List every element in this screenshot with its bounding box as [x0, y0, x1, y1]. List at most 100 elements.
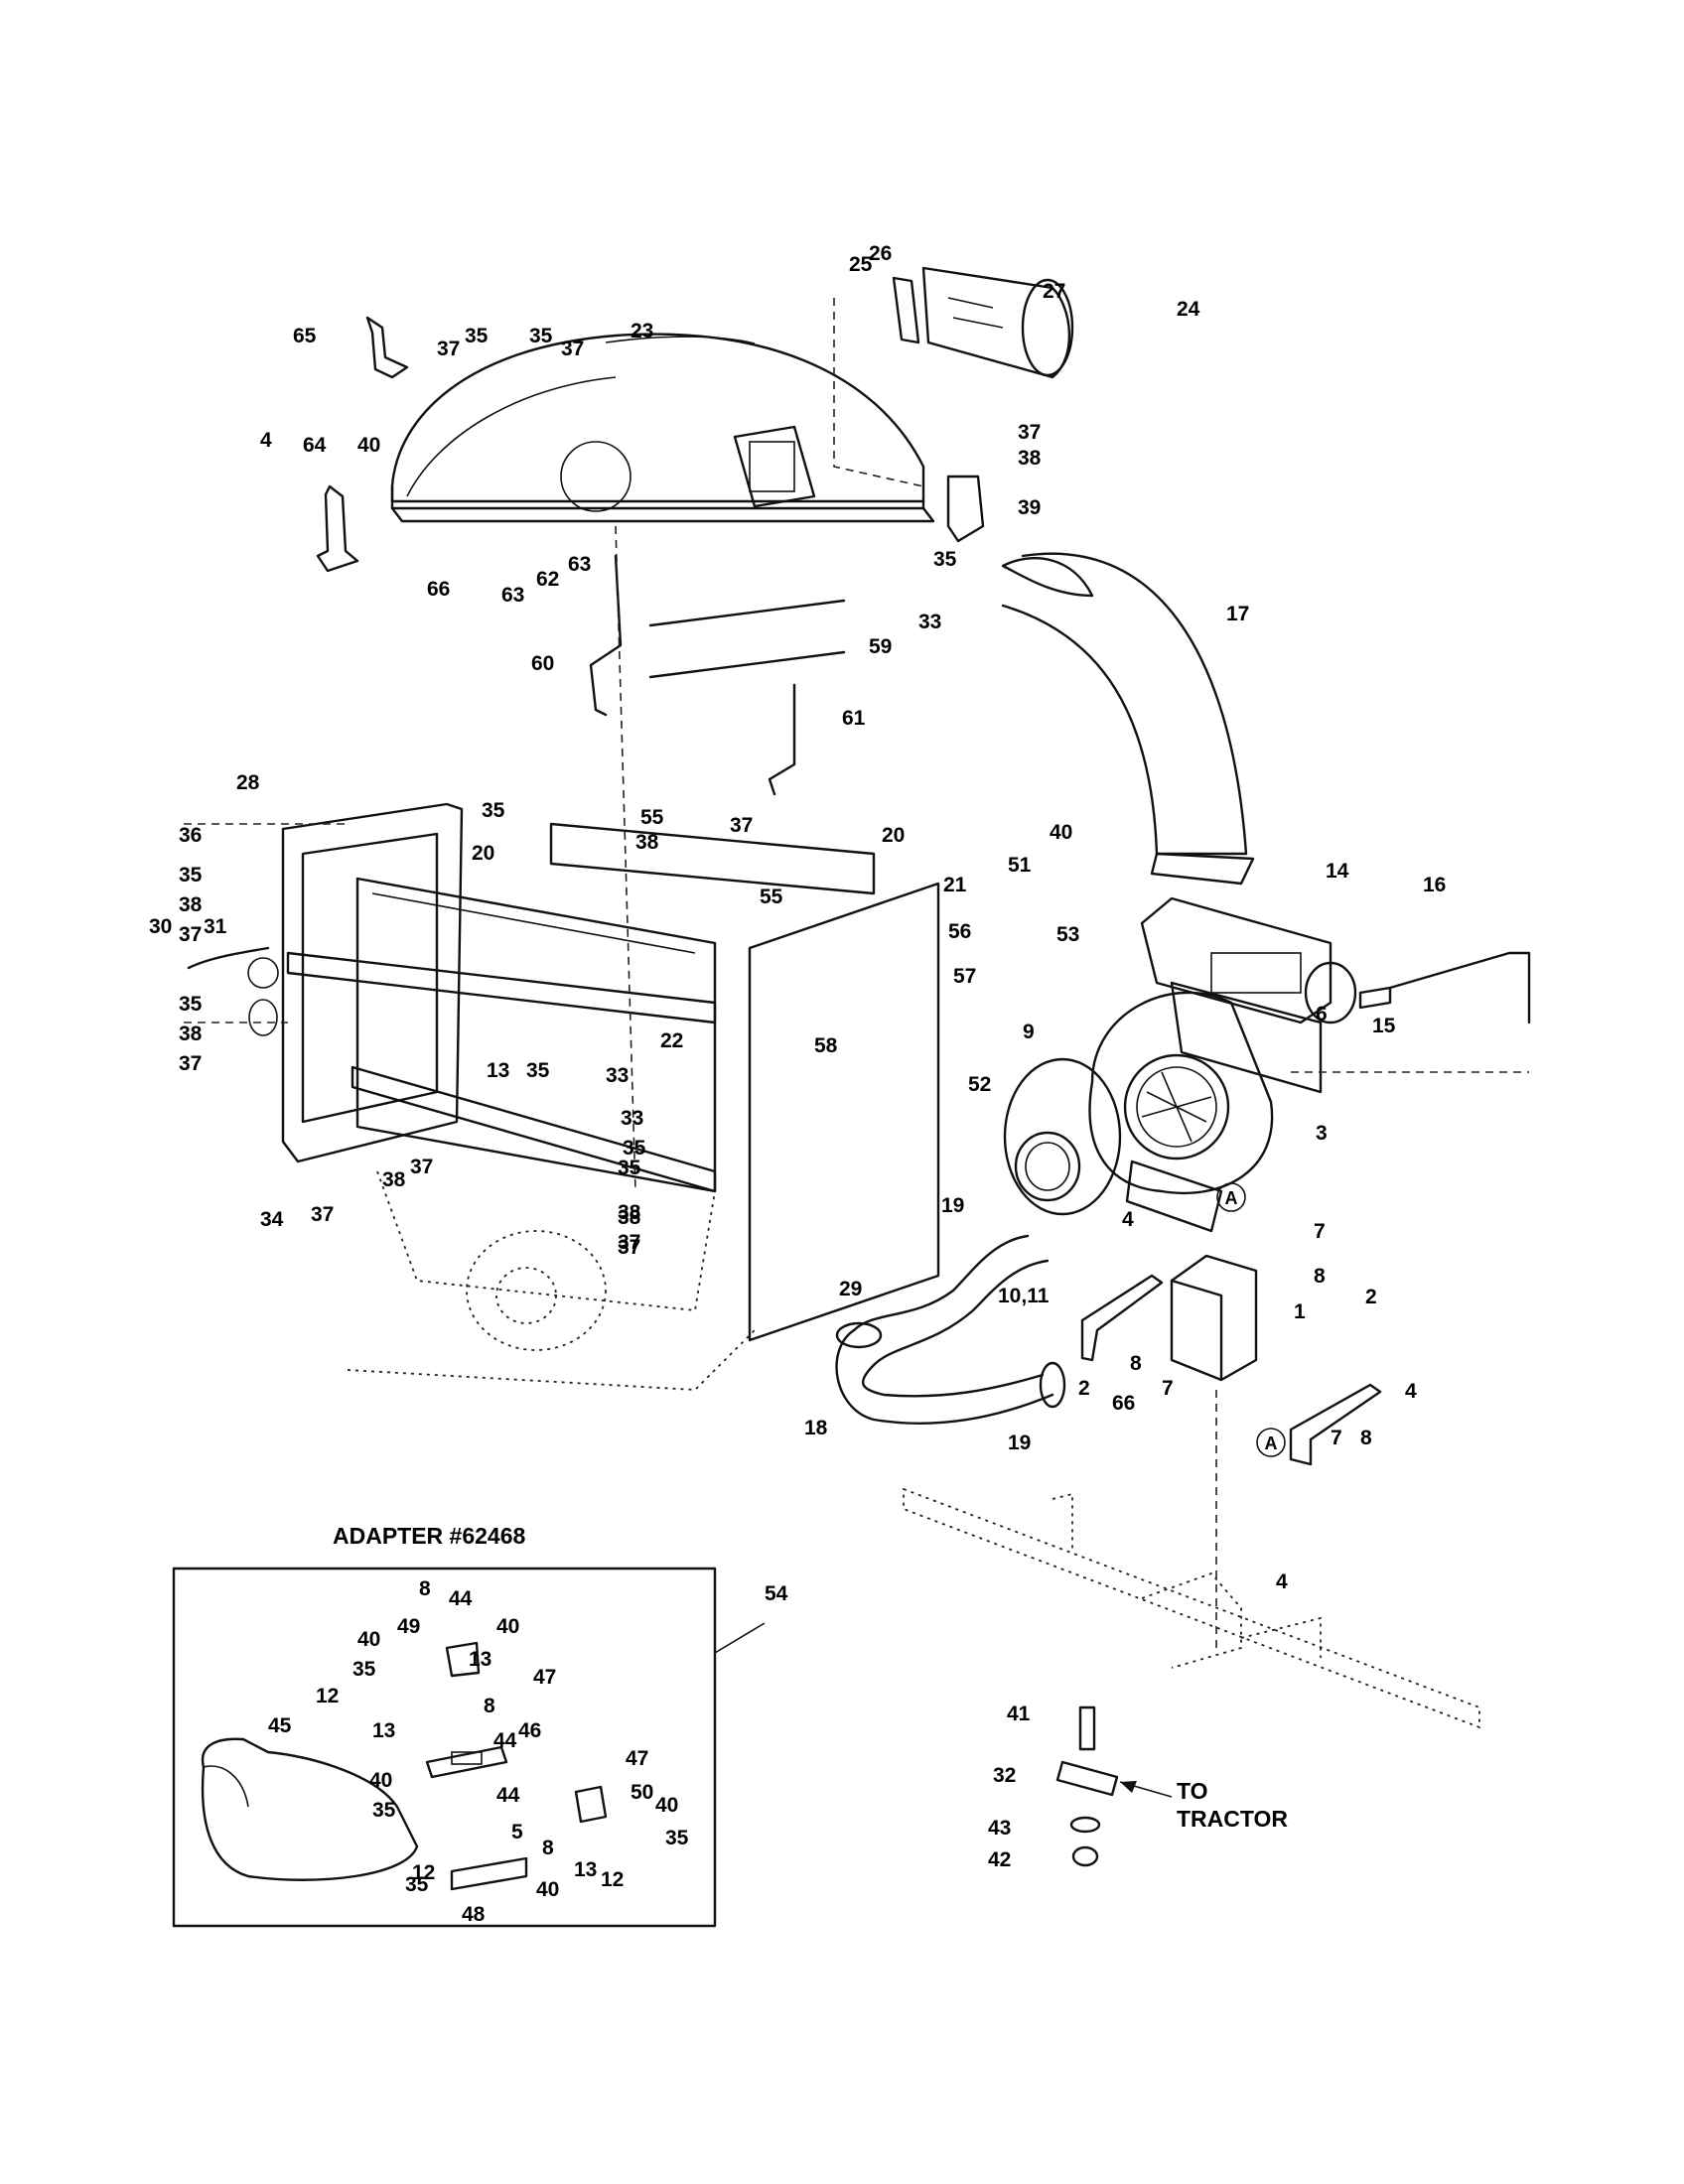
part-callout: 13 — [372, 1719, 395, 1742]
part-callout: 40 — [357, 434, 380, 457]
part-callout: 40 — [369, 1769, 392, 1792]
part-callout: 35 — [372, 1799, 396, 1822]
blower-housing — [1088, 991, 1274, 1233]
part-callout: 19 — [1008, 1432, 1031, 1454]
part-callout: 35 — [482, 799, 505, 822]
part-callout: 44 — [449, 1587, 473, 1610]
part-callout: 65 — [293, 325, 317, 347]
part-callout: 2 — [1078, 1377, 1090, 1400]
hopper-box — [281, 802, 940, 1391]
part-callout: 4 — [1276, 1570, 1288, 1593]
part-callout: 58 — [814, 1034, 838, 1057]
part-callout: 8 — [1360, 1427, 1372, 1449]
ref-mark-a-1: A — [1216, 1182, 1246, 1212]
part-callout: 12 — [412, 1861, 435, 1884]
part-callout: 8 — [484, 1695, 495, 1717]
part-callout: 29 — [839, 1278, 862, 1300]
inlet-adapter — [1003, 1057, 1122, 1216]
part-callout: 35 — [179, 864, 203, 887]
part-callout: 7 — [1314, 1220, 1326, 1243]
part-callout: 26 — [869, 242, 892, 265]
part-callout: 4 — [1405, 1380, 1417, 1403]
part-callout: 31 — [204, 915, 227, 938]
part-callout: 61 — [842, 707, 866, 730]
rods — [589, 554, 846, 796]
part-callout: 35 — [618, 1157, 641, 1179]
part-callout: 37 — [410, 1156, 433, 1178]
alignment-lines — [184, 298, 1529, 1648]
adapter-box — [172, 1567, 766, 1928]
part-callout: 37 — [618, 1236, 640, 1259]
part-callout: 36 — [179, 824, 202, 847]
tractor-frame — [903, 1487, 1480, 1729]
part-callout: 59 — [869, 635, 892, 658]
part-callout: 60 — [531, 652, 554, 675]
part-callout: 37 — [437, 338, 460, 360]
part-callout: 42 — [988, 1848, 1011, 1871]
part-callout: 34 — [260, 1208, 284, 1231]
part-callout: 40 — [496, 1615, 519, 1638]
part-callout: 37 — [730, 814, 753, 837]
part-callout: 16 — [1423, 874, 1446, 896]
part-callout: 9 — [1023, 1021, 1035, 1043]
part-callout: 37 — [618, 1231, 640, 1254]
part-callout: 6 — [1316, 1003, 1328, 1025]
note-to: TO — [1177, 1778, 1208, 1804]
part-callout: 66 — [1112, 1392, 1135, 1415]
part-callout: 63 — [568, 553, 591, 576]
hoses — [835, 1234, 1066, 1425]
part-callout: 43 — [988, 1817, 1011, 1840]
part-callout: 47 — [533, 1666, 556, 1689]
part-callout: 51 — [1008, 854, 1032, 877]
part-callout: 18 — [804, 1417, 828, 1439]
svg-text:A: A — [1225, 1188, 1238, 1208]
part-callout: 8 — [419, 1577, 431, 1600]
chute-deflector — [921, 266, 1074, 379]
part-callout: 8 — [1314, 1265, 1326, 1288]
part-callout: 40 — [655, 1794, 678, 1817]
part-callout: 45 — [268, 1714, 292, 1737]
part-callout: 20 — [882, 824, 905, 847]
ref-mark-a-2: A — [1256, 1428, 1286, 1457]
part-callout: 19 — [941, 1194, 964, 1217]
part-callout: 27 — [1043, 280, 1065, 303]
part-callout: 55 — [640, 806, 664, 829]
part-callout: 35 — [933, 548, 957, 571]
part-callout: 5 — [511, 1821, 523, 1843]
part-callout: 35 — [405, 1873, 429, 1896]
part-callout: 7 — [1331, 1427, 1342, 1449]
part-callout: 10,11 — [998, 1285, 1050, 1307]
part-callout: 7 — [1162, 1377, 1174, 1400]
bracket-64 — [316, 484, 359, 573]
part-callout: 33 — [918, 611, 941, 633]
part-callout: 56 — [948, 920, 971, 943]
part-callout: 38 — [635, 831, 659, 854]
part-callout: 37 — [561, 338, 584, 360]
part-callout: 3 — [1316, 1122, 1328, 1145]
gasket-26 — [892, 276, 920, 344]
hinge-assembly — [187, 946, 279, 1036]
part-callout: 41 — [1007, 1703, 1031, 1725]
part-callout: 13 — [469, 1648, 491, 1671]
part-callout: 22 — [660, 1029, 683, 1052]
part-callout: 35 — [623, 1137, 646, 1160]
part-callout: 8 — [1130, 1352, 1142, 1375]
part-callout: 15 — [1372, 1015, 1396, 1037]
part-callout: 35 — [179, 993, 203, 1016]
hopper-lid — [390, 333, 935, 523]
part-callout: 40 — [1050, 821, 1072, 844]
part-callout: 14 — [1326, 860, 1349, 883]
part-callout: 20 — [472, 842, 494, 865]
part-callout: 35 — [465, 325, 489, 347]
part-callout: 13 — [0, 0, 23, 5]
mount-brackets — [1080, 1254, 1382, 1466]
part-callout: 38 — [382, 1168, 406, 1191]
tractor-hitch-parts — [1055, 1706, 1173, 1867]
part-callout: 38 — [618, 1206, 641, 1229]
part-callout: 40 — [357, 1628, 380, 1651]
part-callout: 35 — [352, 1658, 376, 1681]
part-callout: 2 — [1365, 1286, 1377, 1308]
svg-text:A: A — [1265, 1433, 1278, 1453]
part-callout: 13 — [487, 1059, 509, 1082]
